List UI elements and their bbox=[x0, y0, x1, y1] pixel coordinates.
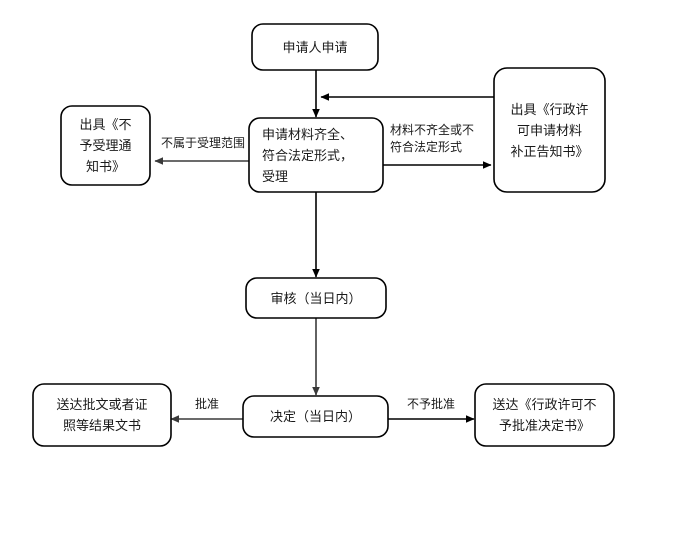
node-review-box[interactable] bbox=[245, 277, 387, 319]
node-not-accepted-notice-box[interactable] bbox=[60, 105, 151, 186]
node-correction-notice-box[interactable] bbox=[493, 67, 606, 193]
node-deliver-rejection-box[interactable] bbox=[474, 383, 615, 447]
node-deliver-approval-box[interactable] bbox=[32, 383, 172, 447]
node-decision-box[interactable] bbox=[242, 395, 389, 438]
node-materials-check-box[interactable] bbox=[248, 117, 384, 193]
node-applicant-apply-box[interactable] bbox=[251, 23, 379, 71]
